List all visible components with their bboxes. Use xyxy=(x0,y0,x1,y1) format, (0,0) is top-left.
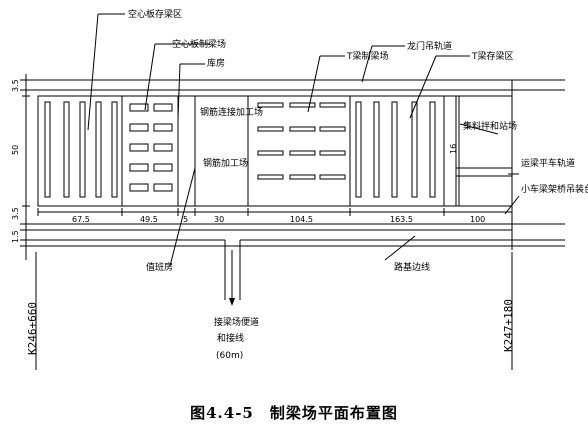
dim-label: 163.5 xyxy=(390,215,413,224)
label-office: 值班房 xyxy=(146,261,173,273)
top-track-lines xyxy=(20,79,565,97)
dim-label: 104.5 xyxy=(290,215,313,224)
dim-label: 67.5 xyxy=(72,215,90,224)
left-dimension-line xyxy=(22,74,30,260)
t-beam-casting-beds xyxy=(257,102,346,180)
label-access-width: (60m) xyxy=(216,351,243,361)
label-warehouse: 库房 xyxy=(207,57,225,69)
label-t-casting: T梁制梁场 xyxy=(346,50,389,62)
dim-label: 49.5 xyxy=(140,215,158,224)
lower-road-lines xyxy=(20,223,565,300)
label-road-line: 路基边线 xyxy=(394,261,430,273)
label-access-road-2: 和接线 xyxy=(217,332,244,344)
label-rebar-area: 钢筋连接加工场 xyxy=(200,106,263,118)
label-hollow-casting: 空心板制梁场 xyxy=(172,38,226,50)
bottom-dimension-line xyxy=(37,208,513,216)
hollow-slab-storage-bars xyxy=(44,101,118,198)
chainage-left: K246+660 xyxy=(26,302,39,355)
label-gantry-track: 龙门吊轨道 xyxy=(407,40,452,52)
dim-label: 1.5 xyxy=(11,230,20,243)
label-access-road: 接梁场便道 xyxy=(214,316,259,328)
label-rebar-yard: 钢筋加工场 xyxy=(203,157,248,169)
label-t-storage: T梁存梁区 xyxy=(471,50,514,62)
access-road-arrow xyxy=(229,250,235,306)
label-transport-track: 运梁平车轨道 xyxy=(521,157,575,169)
bottom-dimension-labels: 67.5 49.5 5 30 104.5 163.5 100 xyxy=(72,215,485,224)
chainage-markers: K246+660 K247+180 xyxy=(26,252,515,370)
figure-caption: 图4.4-5 制梁场平面布置图 xyxy=(190,404,398,422)
transport-track xyxy=(456,80,513,250)
t-beam-storage-bars xyxy=(355,101,436,198)
hollow-slab-casting-beds xyxy=(129,103,173,192)
right-dimension-line xyxy=(456,95,462,207)
leader-lines xyxy=(87,13,520,267)
dim-label: 3.5 xyxy=(11,79,20,92)
label-mixing-station: 集料拌和站场 xyxy=(463,120,517,132)
area-labels: 空心板存梁区 空心板制梁场 库房 钢筋连接加工场 钢筋加工场 T梁制梁场 龙门吊… xyxy=(128,8,588,361)
label-hollow-storage: 空心板存梁区 xyxy=(128,8,182,20)
dim-label: 30 xyxy=(214,215,224,224)
left-dimension-labels: 3.5 50 3.5 1.5 xyxy=(11,79,20,243)
dim-label: 50 xyxy=(11,145,20,155)
dim-label: 100 xyxy=(470,215,485,224)
dim-label: 5 xyxy=(183,215,188,224)
chainage-right: K247+180 xyxy=(502,299,515,352)
dim-label: 16 xyxy=(449,144,458,154)
dim-label: 3.5 xyxy=(11,207,20,220)
label-loading-platform: 小车梁架桥吊装台 xyxy=(521,183,588,195)
